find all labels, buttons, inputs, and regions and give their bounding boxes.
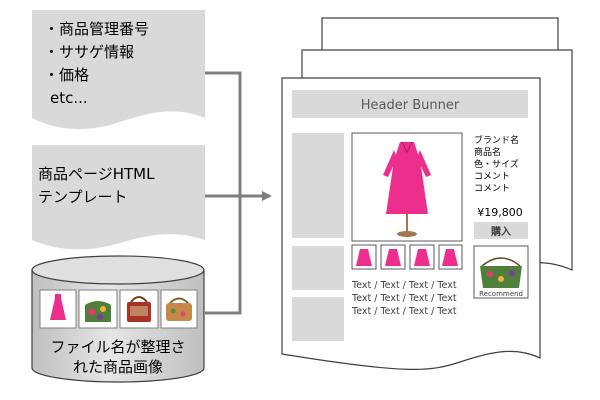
info-comment-2: コメント [474,184,510,194]
template-line-1: 商品ページHTML [38,165,155,183]
connector-lines [205,71,272,315]
buy-button[interactable] [474,222,528,239]
product-data-document: ・商品管理番号 ・ササゲ情報 ・価格 etc... [32,10,205,130]
patterned-bag-thumbnail [160,289,198,329]
info-brand: ブランド名 [474,134,519,146]
side-block-2 [292,246,344,290]
html-template-document: 商品ページHTML テンプレート [32,145,205,250]
dress-thumbnail [39,289,77,329]
data-item-price: ・価格 [44,66,89,84]
info-comment-1: コメント [474,172,510,182]
main-product-image [351,132,463,242]
red-tote-bag-thumbnail [119,289,159,329]
recommend-box: Recommend [473,245,529,299]
text-row-3: Text / Text / Text / Text [351,306,457,317]
product-price: ¥19,800 [477,206,523,219]
product-image-database: ファイル名が整理さ れた商品画像 [31,255,205,383]
data-item-sasage-info: ・ササゲ情報 [44,43,134,61]
product-page-mockup: Header Bunner ブランド名 商品名 [292,90,529,341]
text-row-1: Text / Text / Text / Text [351,280,457,291]
data-item-etc: etc... [50,89,88,107]
template-line-2: テンプレート [38,188,128,206]
side-block-3 [292,297,344,341]
connector-bracket [205,71,242,315]
recommend-label: Recommend [479,290,523,298]
thumbnail-row [351,244,463,270]
data-item-product-number: ・商品管理番号 [44,20,149,38]
side-block-1 [292,133,344,238]
floral-bag-thumbnail [78,289,118,329]
buy-button-label: 購入 [490,225,511,238]
image-db-line-1: ファイル名が整理さ [50,338,185,356]
image-db-line-2: れた商品画像 [73,358,163,376]
header-banner [292,90,528,118]
text-row-2: Text / Text / Text / Text [351,293,457,304]
info-color-size: 色・サイズ [474,158,519,170]
info-product-name: 商品名 [474,146,501,158]
header-banner-label: Header Bunner [361,98,460,113]
